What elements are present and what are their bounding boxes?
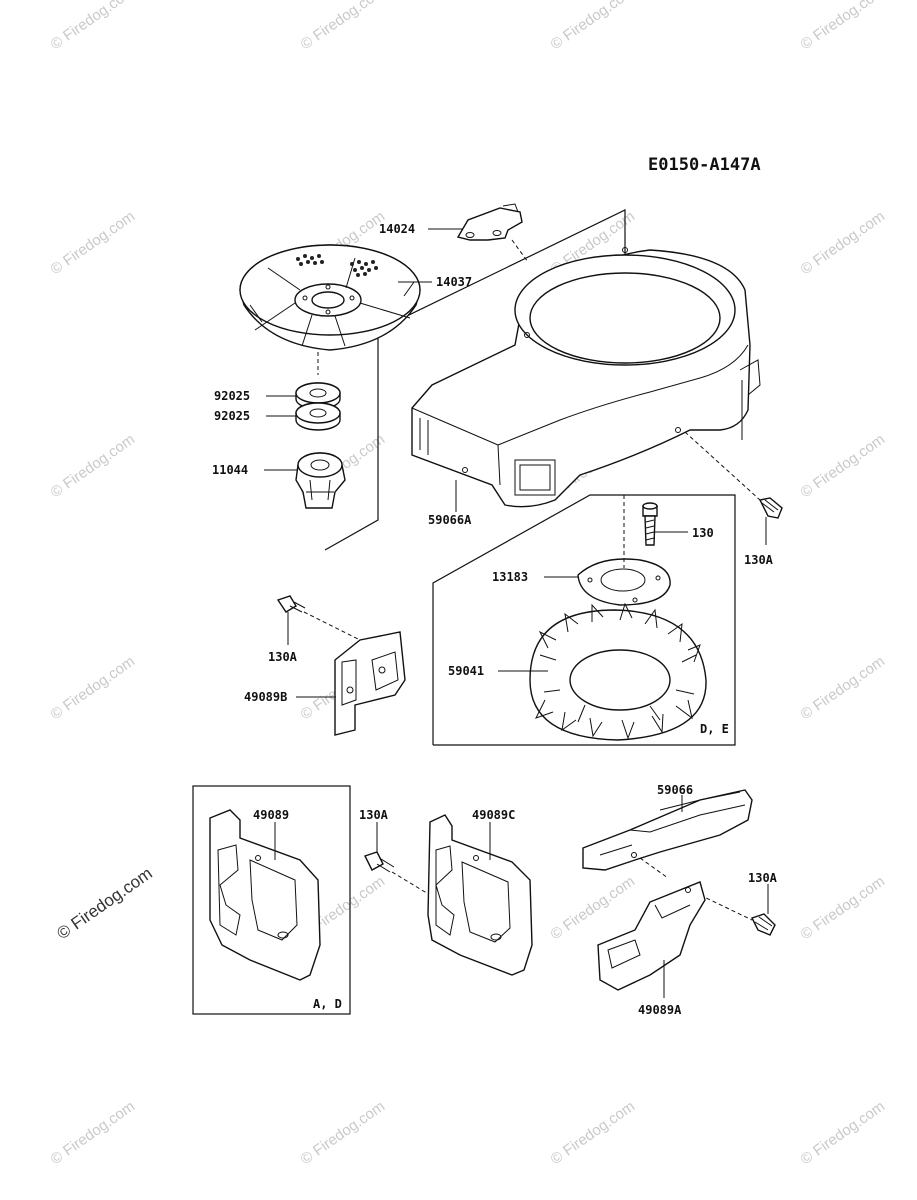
label-14037: 14037 — [436, 275, 472, 289]
label-130A-lower: 130A — [748, 871, 778, 885]
screen-perforation — [296, 254, 378, 277]
part-92025-lower — [295, 402, 341, 431]
label-49089B: 49089B — [244, 690, 287, 704]
part-11044 — [295, 452, 346, 509]
watermark: © Firedog.com — [798, 431, 889, 501]
variant-note-ad: A, D — [313, 997, 342, 1011]
watermark: © Firedog.com — [548, 1098, 639, 1168]
variant-note-de: D, E — [700, 722, 729, 736]
part-49089B — [334, 631, 406, 736]
part-130A-mid — [364, 851, 395, 873]
label-130A-mid: 130A — [359, 808, 389, 822]
watermark: © Firedog.com — [798, 0, 889, 53]
watermark: © Firedog.com — [48, 1098, 139, 1168]
part-59041 — [529, 602, 707, 741]
part-59066 — [582, 789, 753, 871]
watermark: © Firedog.com — [548, 0, 639, 53]
part-130 — [642, 502, 658, 546]
part-49089A — [597, 881, 706, 991]
copyright-watermark: © Firedog.com — [53, 864, 155, 944]
part-92025-upper — [295, 382, 341, 410]
watermark: © Firedog.com — [298, 0, 389, 53]
label-92025-lower: 92025 — [214, 409, 250, 423]
label-14024: 14024 — [379, 222, 415, 236]
watermark: © Firedog.com — [798, 208, 889, 278]
label-49089A: 49089A — [638, 1003, 682, 1017]
label-49089C: 49089C — [472, 808, 515, 822]
watermark: © Firedog.com — [548, 873, 639, 943]
part-130A-lower — [751, 913, 776, 936]
watermark: © Firedog.com — [798, 873, 889, 943]
part-130A-right — [758, 497, 783, 519]
variant-box-ad — [192, 785, 351, 1015]
label-49089: 49089 — [253, 808, 289, 822]
label-59066A: 59066A — [428, 513, 472, 527]
watermark: © Firedog.com — [48, 653, 139, 723]
watermark: © Firedog.com — [48, 431, 139, 501]
part-14037 — [239, 244, 421, 351]
watermark: © Firedog.com — [48, 0, 139, 53]
watermark: © Firedog.com — [298, 1098, 389, 1168]
watermark-layer: © Firedog.com © Firedog.com © Firedog.co… — [48, 0, 889, 1168]
part-59066A — [411, 247, 761, 508]
label-130A-right: 130A — [744, 553, 774, 567]
label-11044: 11044 — [212, 463, 248, 477]
label-130A-left: 130A — [268, 650, 298, 664]
label-13183: 13183 — [492, 570, 528, 584]
diagram-code: E0150-A147A — [648, 155, 761, 175]
part-49089 — [209, 809, 321, 981]
flywheel-frame — [432, 494, 736, 746]
part-130A-left — [276, 595, 306, 613]
label-130: 130 — [692, 526, 714, 540]
label-92025-upper: 92025 — [214, 389, 250, 403]
part-49089C — [427, 814, 533, 976]
watermark: © Firedog.com — [798, 653, 889, 723]
part-14024 — [456, 203, 523, 241]
label-59041: 59041 — [448, 664, 484, 678]
watermark: © Firedog.com — [798, 1098, 889, 1168]
watermark: © Firedog.com — [48, 208, 139, 278]
part-13183 — [577, 558, 671, 606]
label-59066: 59066 — [657, 783, 693, 797]
